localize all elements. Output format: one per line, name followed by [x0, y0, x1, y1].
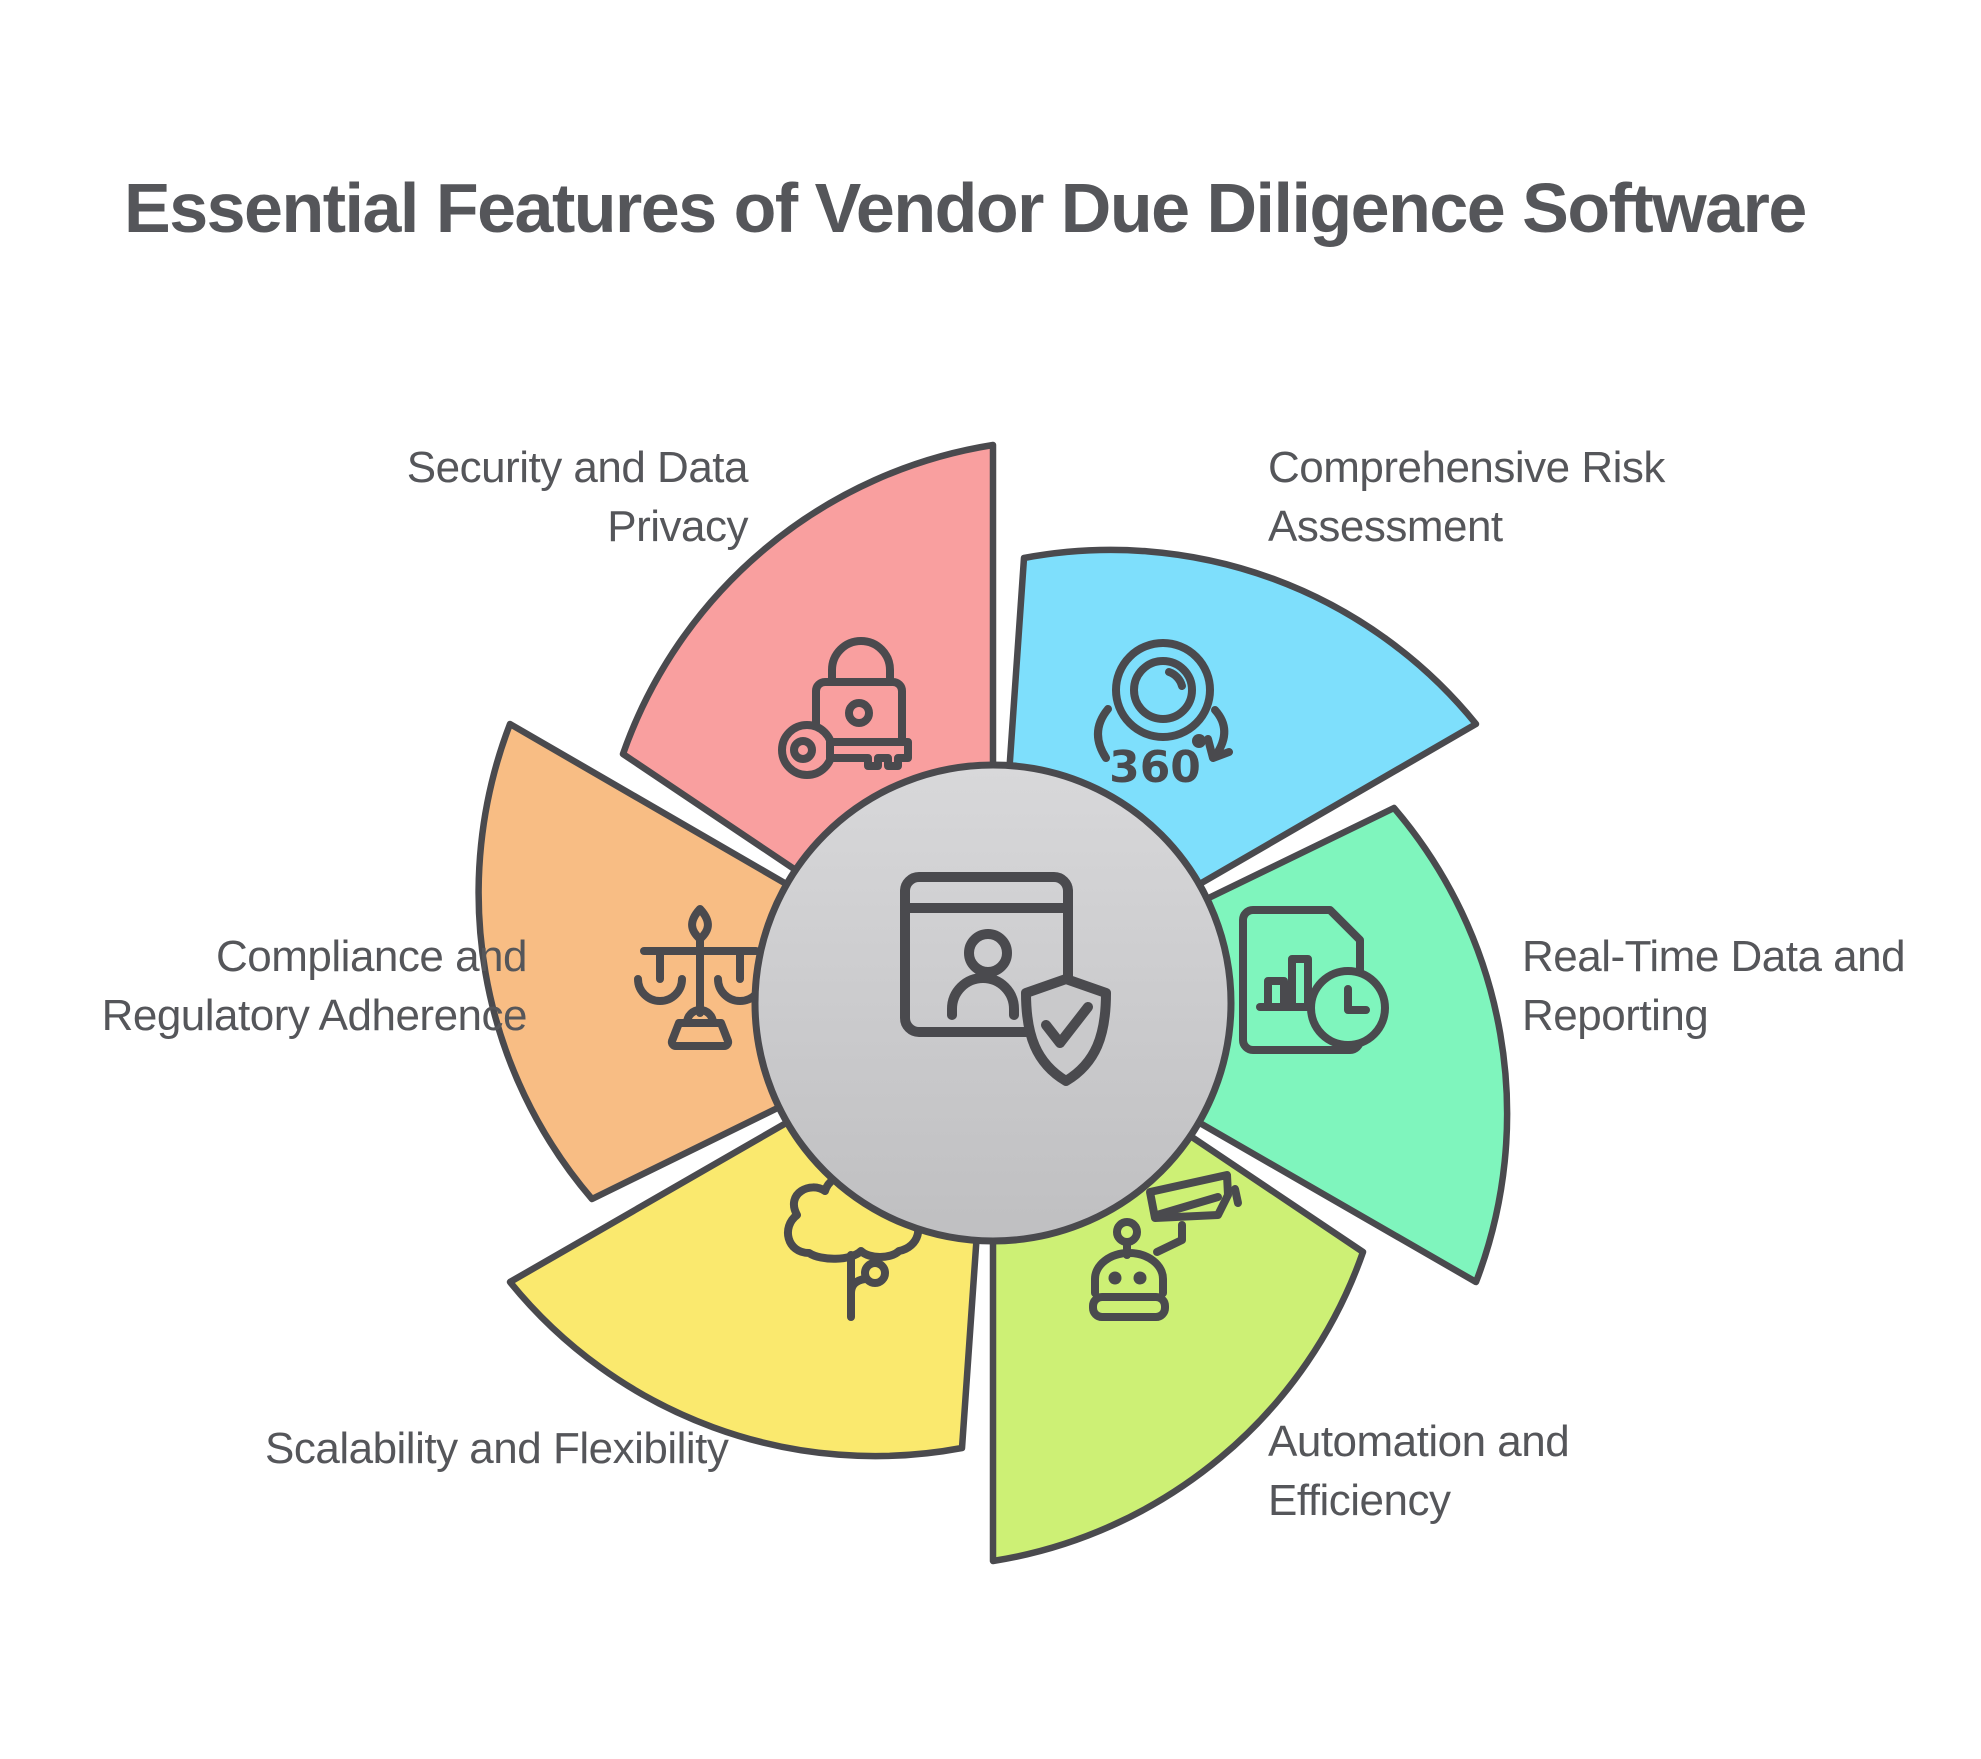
lock-and-key-icon: [778, 637, 912, 779]
360-degree-camera-icon: 360: [1094, 639, 1233, 793]
robot-and-camera-icon: [1089, 1171, 1242, 1321]
segment-label-realtime-reporting: Real-Time Data and Reporting: [1522, 932, 1906, 1040]
center-circle: [751, 761, 1235, 1245]
segment-label-automation: Automation and Efficiency: [1268, 1417, 1570, 1525]
report-with-clock-icon: [1239, 906, 1389, 1054]
segment-label-scalability: Scalability and Flexibility: [265, 1424, 729, 1473]
vendor-profile-shield-icon: [900, 872, 1111, 1086]
page-title: Essential Features of Vendor Due Diligen…: [124, 169, 1807, 247]
justice-scales-icon: [634, 905, 766, 1050]
segment-label-security: Security and Data Privacy: [406, 443, 749, 551]
segment-label-risk-assessment: Comprehensive Risk Assessment: [1268, 443, 1665, 551]
segment-label-compliance: Compliance and Regulatory Adherence: [101, 932, 528, 1040]
360-label: 360: [1109, 742, 1201, 793]
check-icon: [1041, 1002, 1093, 1048]
